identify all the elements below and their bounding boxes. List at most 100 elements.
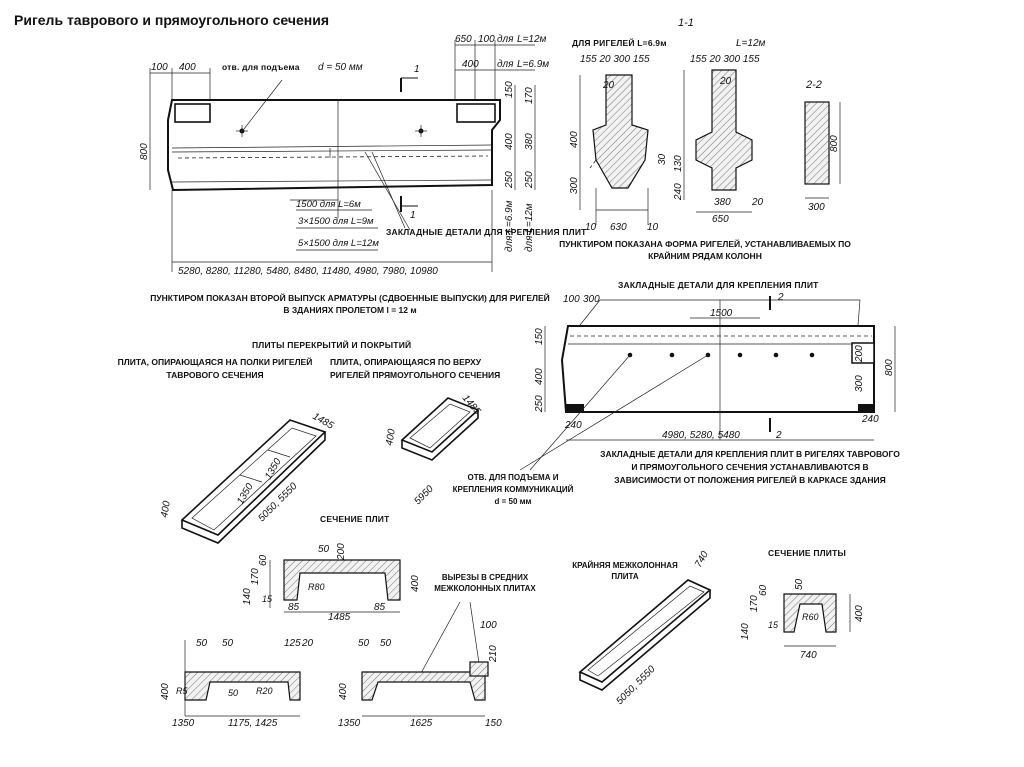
dim-text: 800 — [829, 135, 840, 152]
dim-text: 20 — [301, 638, 314, 649]
dim-text: 170 — [250, 568, 261, 585]
edge-slab-label: КРАЙНЯЯ МЕЖКОЛОННАЯ ПЛИТА — [572, 561, 678, 581]
dim-text: 50 — [228, 688, 238, 698]
dim-text: 155 20 300 155 — [690, 54, 760, 65]
dim-text: 250 — [524, 171, 535, 189]
dim-text: 1350 — [338, 718, 361, 729]
rect-beam-elevation: ЗАКЛАДНЫЕ ДЕТАЛИ ДЛЯ КРЕПЛЕНИЯ ПЛИТ 100 … — [519, 280, 900, 485]
dim-text: 30 — [657, 153, 668, 165]
hole-label: отв. для подъема — [222, 62, 300, 72]
dim-text: 100 — [480, 620, 497, 631]
dim-text: 50 — [222, 638, 234, 649]
section-label: ДЛЯ РИГЕЛЕЙ L=6.9м — [572, 37, 667, 48]
dim-text: L=12м — [517, 34, 547, 45]
dim-text: 400 — [179, 62, 196, 73]
section-title: 1-1 — [678, 17, 694, 29]
dim-text: 15 — [768, 620, 779, 630]
dim-text: 130 — [673, 155, 684, 172]
dim-text: R60 — [802, 612, 819, 622]
dim-text: для L=12м — [524, 203, 535, 252]
dim-text: 85 — [374, 602, 386, 613]
dim-text: 200 — [854, 345, 865, 363]
dim-text: 650 — [712, 214, 729, 225]
dim-text: 400 — [159, 500, 173, 519]
dim-text: 10 — [647, 222, 659, 233]
bottom-note: 3×1500 для L=9м — [298, 216, 374, 227]
bottom-note: 5×1500 для L=12м — [298, 238, 379, 249]
dim-text: 15 — [262, 594, 273, 604]
hole-diameter: d = 50 мм — [318, 62, 363, 73]
dim-text: 200 — [336, 543, 347, 561]
section-label: L=12м — [736, 38, 766, 49]
dim-text: 1350 — [172, 718, 195, 729]
rect-beam-note: ЗАКЛАДНЫЕ ДЕТАЛИ ДЛЯ КРЕПЛЕНИЯ ПЛИТ В РИ… — [600, 449, 900, 485]
dim-text: 50 — [318, 544, 330, 555]
dim-text: 740 — [800, 650, 817, 661]
dim-text: 50 — [794, 578, 805, 590]
dim-text: 400 — [462, 59, 479, 70]
slabs-heading: ПЛИТЫ ПЕРЕКРЫТИЙ И ПОКРЫТИЙ — [252, 339, 411, 350]
dim-text: для L=6.9м — [504, 200, 515, 252]
dim-text: 300 — [808, 202, 825, 213]
embedded-details-label: ЗАКЛАДНЫЕ ДЕТАЛИ ДЛЯ КРЕПЛЕНИЯ ПЛИТ — [618, 280, 819, 290]
dim-text: 140 — [740, 623, 751, 640]
beam-lengths: 4980, 5280, 5480 — [662, 430, 740, 441]
dim-text: 170 — [524, 87, 535, 104]
beam-lengths: 5280, 8280, 11280, 5480, 8480, 11480, 49… — [178, 266, 438, 277]
dim-text: 20 — [719, 76, 732, 87]
section-1-1-note: ПУНКТИРОМ ПОКАЗАНА ФОРМА РИГЕЛЕЙ, УСТАНА… — [559, 239, 851, 261]
dim-text: 400 — [410, 575, 421, 592]
dim-text: 5950 — [412, 483, 436, 507]
dim-text: 300 — [569, 177, 580, 194]
dim-text: 380 — [524, 133, 535, 150]
dim-text: 170 — [749, 595, 760, 612]
section-2-2: 2-2 800 300 — [804, 79, 841, 213]
dim-text: 1485 — [328, 612, 351, 623]
dim-text: 1625 — [410, 718, 433, 729]
dim-text: 240 — [861, 414, 879, 425]
dim-text: 10 — [585, 222, 597, 233]
bottom-note: 1500 для L=6м — [296, 199, 361, 210]
dim-text: 400 — [534, 368, 545, 385]
dim-text: 800 — [139, 143, 150, 160]
dim-text: 1350 — [263, 456, 284, 481]
slab-section-title: СЕЧЕНИЕ ПЛИТ — [320, 514, 390, 524]
section-mark-1-top: 1 — [414, 64, 420, 75]
hole-note: ОТВ. ДЛЯ ПОДЪЕМА И КРЕПЛЕНИЯ КОММУНИКАЦИ… — [452, 473, 574, 494]
dim-text: 150 — [485, 718, 502, 729]
dim-text: 85 — [288, 602, 300, 613]
dim-text: 800 — [884, 359, 895, 376]
dim-text: R80 — [308, 582, 325, 592]
dim-text: 250 — [504, 171, 515, 189]
section-mark-2-top: 2 — [777, 292, 784, 303]
slabs-group: ПЛИТЫ ПЕРЕКРЫТИЙ И ПОКРЫТИЙ ПЛИТА, ОПИРА… — [118, 339, 865, 729]
hole-note-dia: d = 50 мм — [494, 497, 532, 506]
dim-text: 20 — [751, 197, 764, 208]
dim-text: L=6.9м — [517, 59, 549, 70]
dim-text: 50 — [196, 638, 208, 649]
dim-text: 250 — [534, 395, 545, 413]
dim-text: R5 — [176, 686, 188, 696]
dim-text: 60 — [758, 584, 769, 596]
dim-text: 400 — [160, 683, 171, 700]
dim-text: 740 — [693, 549, 711, 569]
dim-text: 125 — [284, 638, 301, 649]
dim-text: 150 — [504, 81, 515, 98]
dim-text: 630 — [610, 222, 627, 233]
dim-text: 150 — [534, 328, 545, 345]
dim-text: 100 — [563, 294, 580, 305]
dim-text: 380 — [714, 197, 731, 208]
dim-text: 140 — [242, 588, 253, 605]
dim-text: 1175, 1425 — [228, 718, 278, 729]
embedded-details-label: ЗАКЛАДНЫЕ ДЕТАЛИ ДЛЯ КРЕПЛЕНИЯ ПЛИТ — [386, 227, 587, 237]
dim-text: 50 — [380, 638, 392, 649]
dim-text: 650 — [455, 34, 472, 45]
dim-text: 60 — [258, 554, 269, 566]
slab2-label: ПЛИТА, ОПИРАЮЩАЯСЯ ПО ВЕРХУ РИГЕЛЕЙ ПРЯМ… — [330, 357, 501, 380]
edge-section-title: СЕЧЕНИЕ ПЛИТЫ — [768, 548, 846, 558]
dim-text: R20 — [256, 686, 273, 696]
dim-text: для — [497, 59, 514, 70]
dim-text: 400 — [854, 605, 865, 622]
dim-text: 100 — [478, 34, 495, 45]
dim-text: 240 — [564, 420, 582, 431]
